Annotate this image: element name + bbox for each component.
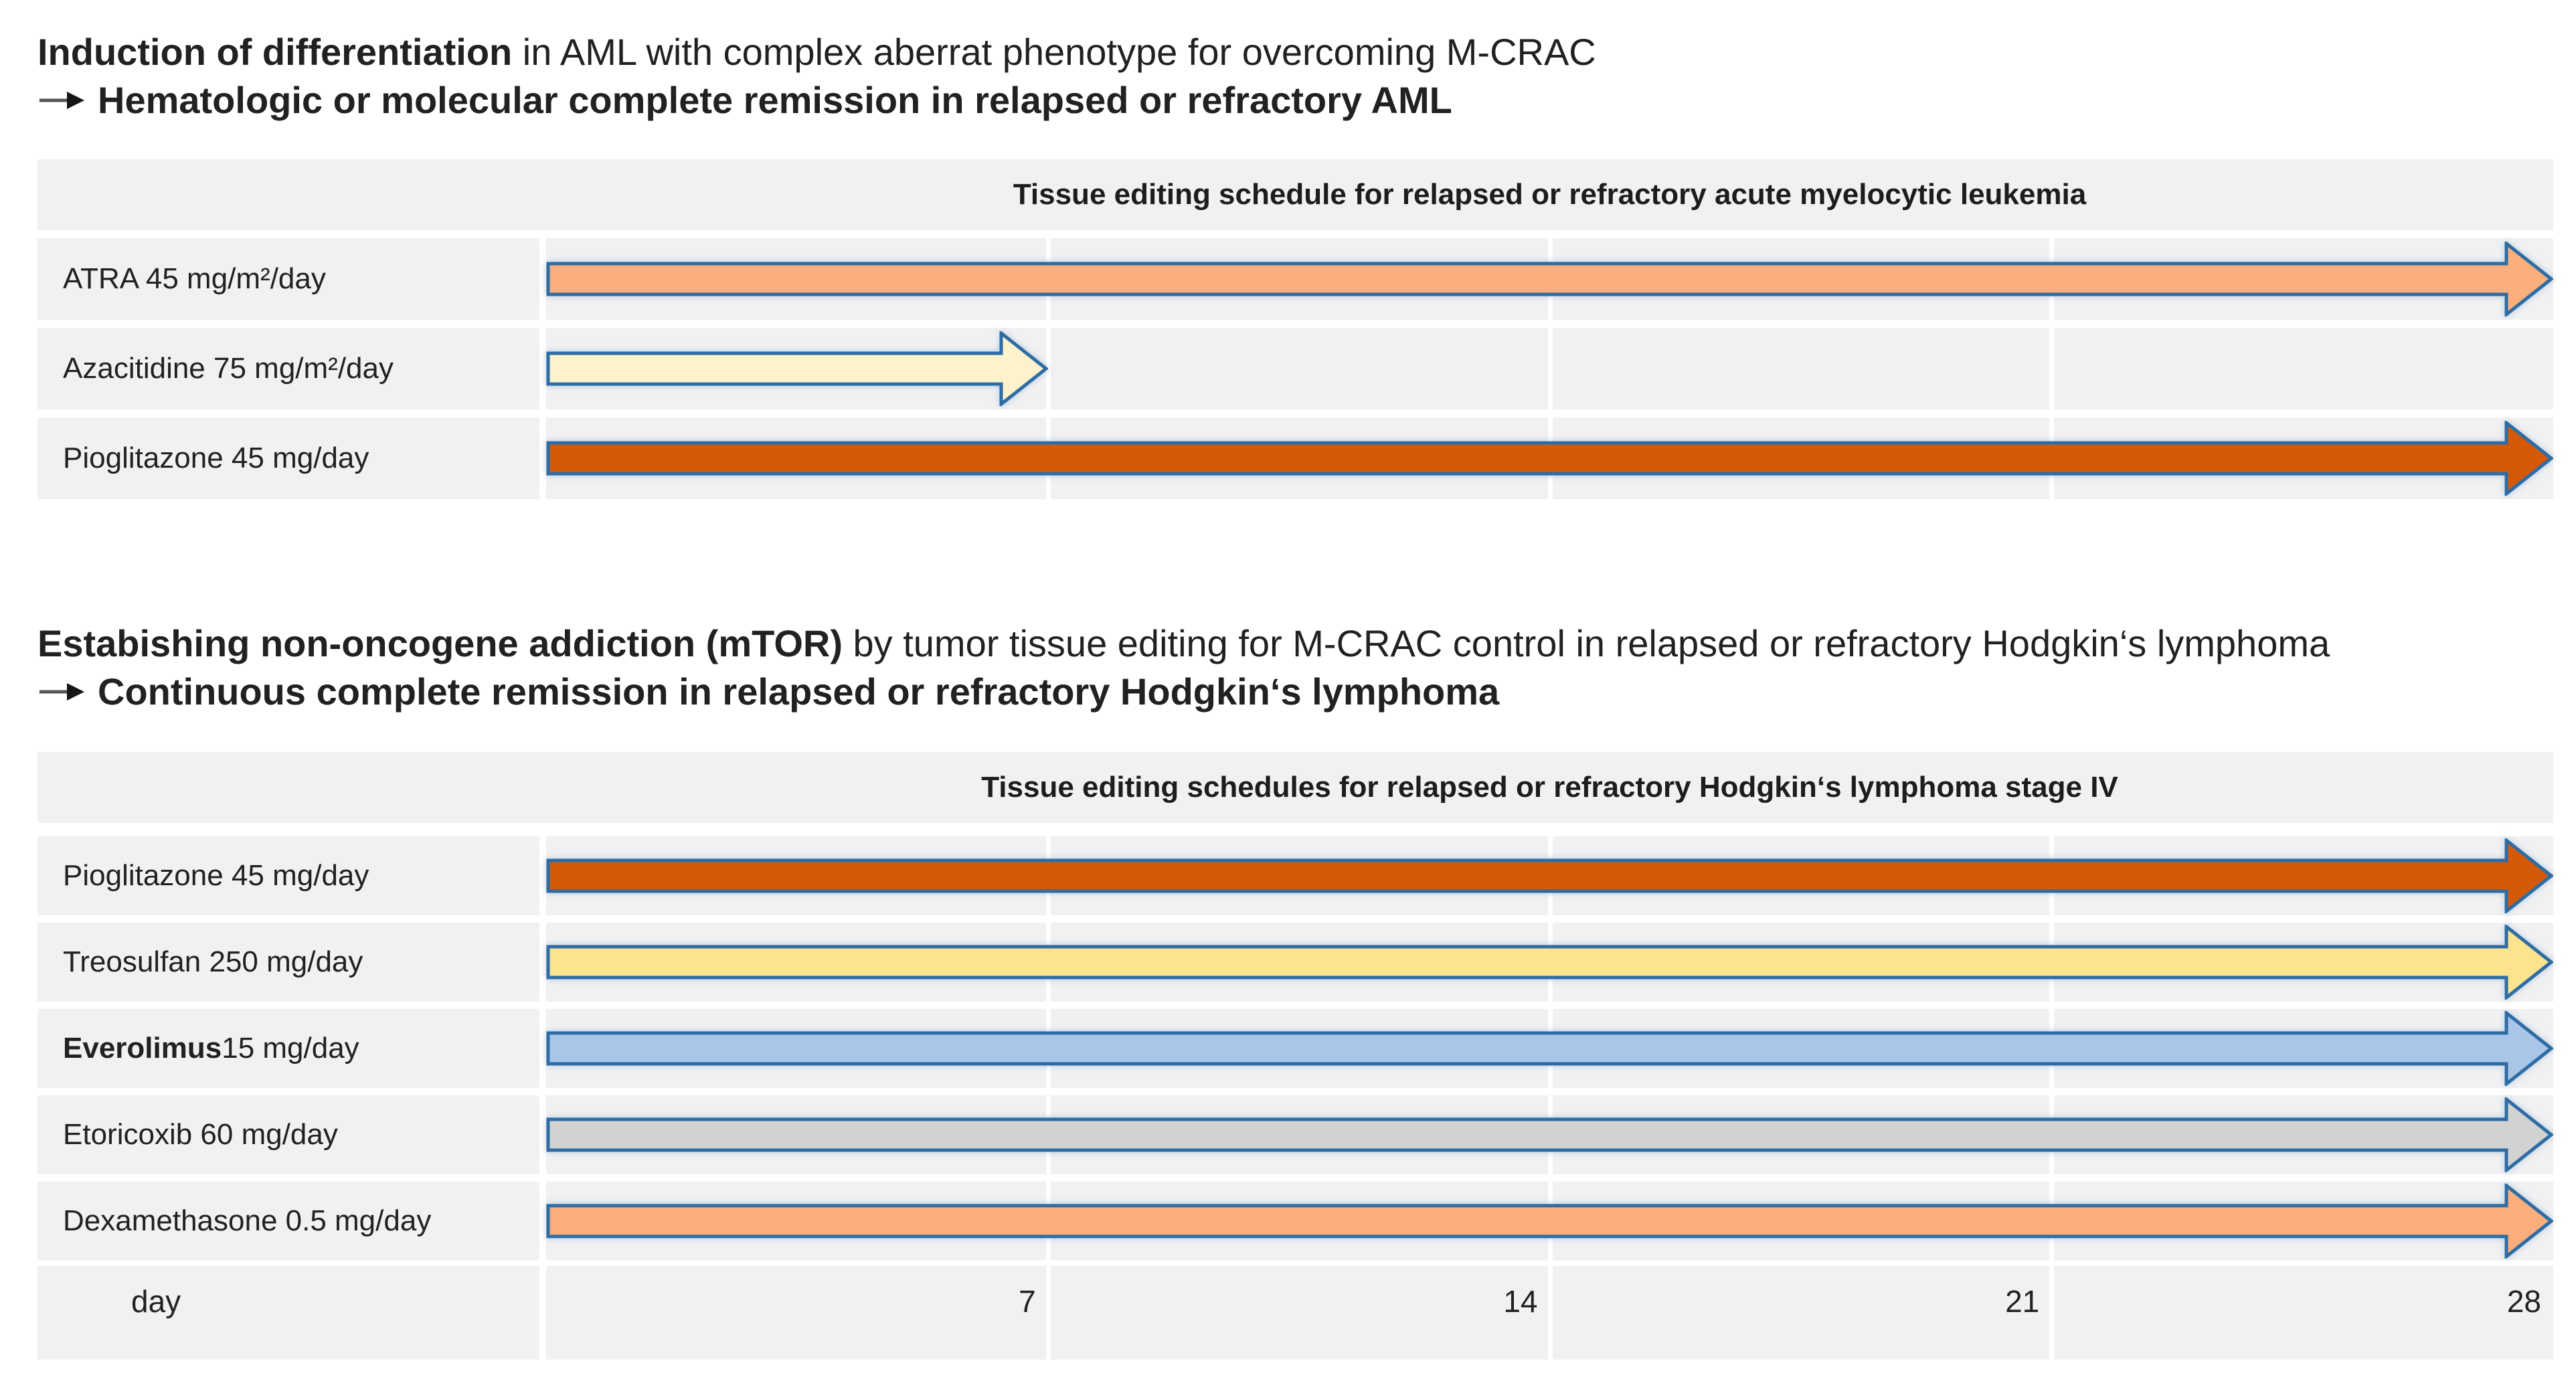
row-label: Etoricoxib 60 mg/day bbox=[37, 1095, 539, 1174]
schedule-row: Pioglitazone 45 mg/day bbox=[37, 418, 2555, 499]
day-gridline bbox=[1045, 328, 1051, 409]
day-gridline bbox=[1547, 328, 1553, 409]
row-timeline bbox=[546, 836, 2555, 915]
row-label: Treosulfan 250 mg/day bbox=[37, 923, 539, 1002]
row-label: ATRA 45 mg/m²/day bbox=[37, 238, 539, 320]
schedule-row: Dexamethasone 0.5 mg/day bbox=[37, 1182, 2555, 1261]
row-label: Dexamethasone 0.5 mg/day bbox=[37, 1182, 539, 1261]
row-label-segment: Everolimus bbox=[63, 1032, 222, 1064]
row-timeline bbox=[546, 1009, 2555, 1088]
schedule-arrow bbox=[546, 1182, 2555, 1261]
chart-title: Tissue editing schedule for relapsed or … bbox=[1013, 178, 2087, 211]
section1-outcome: Hematologic or molecular complete remiss… bbox=[37, 76, 2553, 124]
row-label-segment: Treosulfan 250 mg/day bbox=[63, 945, 363, 978]
schedule-row: Treosulfan 250 mg/day bbox=[37, 923, 2555, 1002]
row-timeline bbox=[546, 328, 2553, 409]
axis-tick: 28 bbox=[2506, 1284, 2541, 1319]
row-label-segment: Dexamethasone 0.5 mg/day bbox=[63, 1204, 432, 1237]
schedule-arrow bbox=[546, 419, 2555, 498]
row-label-segment: Etoricoxib 60 mg/day bbox=[63, 1118, 338, 1151]
row-timeline bbox=[546, 1182, 2555, 1261]
row-label-segment: Pioglitazone 45 mg/day bbox=[63, 442, 369, 474]
schedule-arrow bbox=[546, 329, 1049, 408]
axis-label: day bbox=[37, 1266, 539, 1360]
schedule-row: ATRA 45 mg/m²/day bbox=[37, 238, 2555, 320]
axis-ticks: 7 14 21 28 bbox=[546, 1266, 2553, 1360]
section1-title-bold: Induction of differentiation bbox=[37, 31, 513, 73]
schedule-arrow bbox=[546, 240, 2555, 318]
schedule-row: Everolimus 15 mg/day bbox=[37, 1009, 2555, 1088]
row-label: Pioglitazone 45 mg/day bbox=[37, 836, 539, 915]
schedule-arrow bbox=[546, 923, 2555, 1002]
long-right-arrow-icon bbox=[39, 683, 84, 701]
aml-schedule-chart: Tissue editing schedule for relapsed or … bbox=[37, 159, 2555, 499]
axis-tick: 21 bbox=[2005, 1284, 2040, 1319]
schedule-row: Pioglitazone 45 mg/day bbox=[37, 836, 2555, 915]
long-right-arrow-icon bbox=[39, 92, 84, 109]
day-gridline bbox=[1547, 1266, 1553, 1360]
chart-title: Tissue editing schedules for relapsed or… bbox=[981, 771, 2118, 804]
section2-outcome-text: Continuous complete remission in relapse… bbox=[98, 670, 1500, 713]
row-timeline bbox=[546, 923, 2555, 1002]
row-timeline bbox=[546, 418, 2555, 499]
schedule-row: Azacitidine 75 mg/m²/day bbox=[37, 328, 2553, 409]
day-axis-row: day 7 14 21 28 bbox=[37, 1266, 2553, 1360]
day-gridline bbox=[2049, 1266, 2055, 1360]
schedule-row: Etoricoxib 60 mg/day bbox=[37, 1095, 2555, 1174]
row-label: Everolimus 15 mg/day bbox=[37, 1009, 539, 1088]
row-label-segment: Azacitidine 75 mg/m²/day bbox=[63, 352, 394, 385]
row-label: Pioglitazone 45 mg/day bbox=[37, 418, 539, 499]
schedule-arrow bbox=[546, 836, 2555, 915]
chart-title-band: Tissue editing schedule for relapsed or … bbox=[37, 159, 2553, 230]
row-timeline bbox=[546, 1095, 2555, 1174]
section2-outcome: Continuous complete remission in relapse… bbox=[37, 668, 2553, 716]
row-label-segment: Pioglitazone 45 mg/day bbox=[63, 859, 369, 892]
chart-title-band: Tissue editing schedules for relapsed or… bbox=[37, 752, 2553, 823]
row-label-segment: ATRA 45 mg/m²/day bbox=[63, 262, 326, 295]
section1-title: Induction of differentiation in AML with… bbox=[37, 28, 2553, 76]
section2-title-bold: Estabishing non-oncogene addiction (mTOR… bbox=[37, 622, 843, 664]
section1-title-rest: in AML with complex aberrat phenotype fo… bbox=[512, 31, 1596, 73]
row-label-segment: 15 mg/day bbox=[222, 1032, 359, 1064]
section2-title: Estabishing non-oncogene addiction (mTOR… bbox=[37, 620, 2553, 668]
hodgkin-schedule-chart: Tissue editing schedules for relapsed or… bbox=[37, 752, 2555, 1360]
day-gridline bbox=[2049, 328, 2055, 409]
schedule-arrow bbox=[546, 1009, 2555, 1088]
axis-tick: 7 bbox=[1019, 1284, 1036, 1319]
row-timeline bbox=[546, 238, 2555, 320]
day-gridline bbox=[1045, 1266, 1051, 1360]
row-label: Azacitidine 75 mg/m²/day bbox=[37, 328, 539, 409]
section2-title-rest: by tumor tissue editing for M-CRAC contr… bbox=[842, 622, 2330, 664]
schedule-arrow bbox=[546, 1095, 2555, 1174]
axis-tick: 14 bbox=[1503, 1284, 1538, 1319]
section1-outcome-text: Hematologic or molecular complete remiss… bbox=[98, 79, 1452, 121]
